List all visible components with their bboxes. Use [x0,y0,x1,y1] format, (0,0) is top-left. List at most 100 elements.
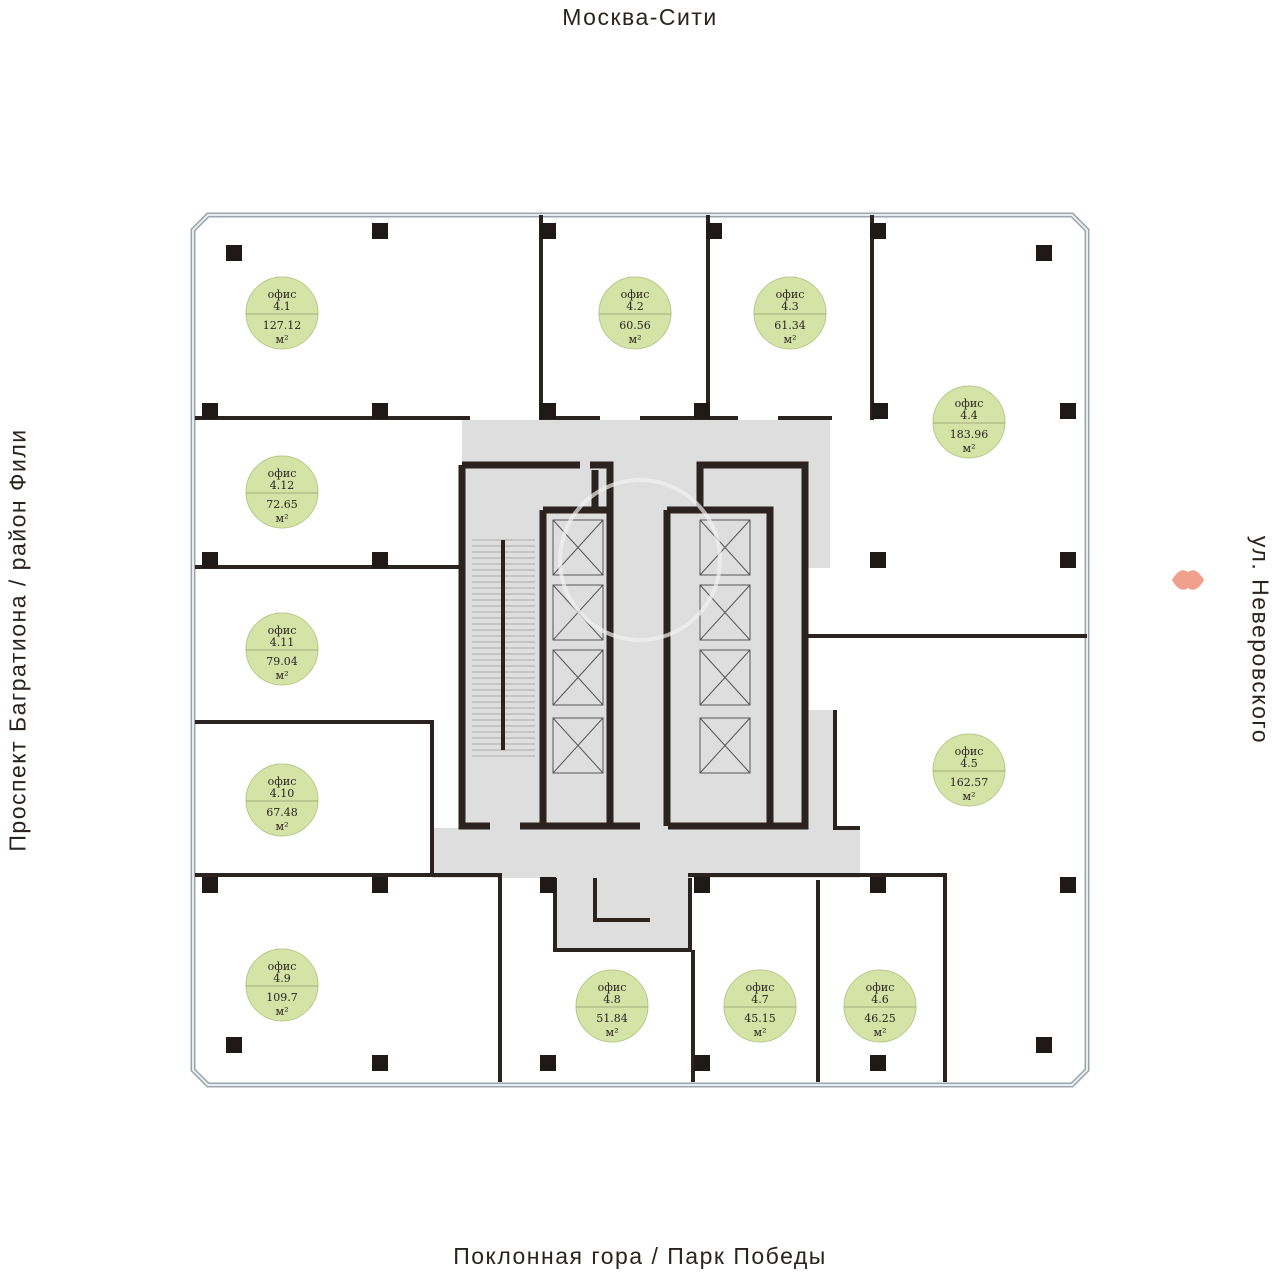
column [872,403,888,419]
office-label: офис [776,288,805,301]
office-badge-circle [598,276,672,350]
column [870,1055,886,1071]
column [540,1055,556,1071]
office-number: 4.12 [270,479,295,492]
column [372,877,388,893]
column [1060,552,1076,568]
office-badge-circle [932,733,1006,807]
office-number: 4.9 [273,972,291,985]
office-number: 4.7 [751,993,769,1006]
office-number: 4.11 [270,636,295,649]
elevator-icon [552,717,604,774]
column [694,877,710,893]
column [202,877,218,893]
area-unit: м² [276,820,289,833]
elevator-icon [699,519,751,576]
office-number: 4.6 [871,993,889,1006]
office-label: офис [268,467,297,480]
column [540,223,556,239]
column [1060,877,1076,893]
office-label: офис [598,981,627,994]
area-unit: м² [963,790,976,803]
area-unit: м² [606,1026,619,1039]
office-area: 183.96 [950,428,989,441]
column [372,223,388,239]
office-badge-circle [245,763,319,837]
column [540,877,556,893]
direction-label-south: Поклонная гора / Парк Победы [453,1243,827,1269]
column [870,552,886,568]
core-area [432,420,860,950]
office-badge-circle [245,455,319,529]
area-unit: м² [629,333,642,346]
column [1036,1037,1052,1053]
office-number: 4.5 [960,757,978,770]
office-area: 60.56 [619,319,651,332]
walls [195,215,1087,1082]
office-badge-circle [932,385,1006,459]
column [372,403,388,419]
column [1060,403,1076,419]
elevator-icon [699,649,751,706]
office-label: офис [268,775,297,788]
office-label: офис [866,981,895,994]
office-label: офис [268,624,297,637]
office-label: офис [746,981,775,994]
office-badge-circle [575,969,649,1043]
column [706,223,722,239]
elevator-icon [699,717,751,774]
office-area: 162.57 [950,776,989,789]
column [226,245,242,261]
area-unit: м² [754,1026,767,1039]
area-unit: м² [276,333,289,346]
office-area: 61.34 [774,319,806,332]
office-area: 109.7 [266,991,298,1004]
office-area: 127.12 [263,319,302,332]
office-badge-circle [245,612,319,686]
area-unit: м² [963,442,976,455]
office-number: 4.10 [270,787,295,800]
column [202,552,218,568]
office-badge-circle [245,948,319,1022]
column [694,403,710,419]
office-label: офис [955,397,984,410]
column [540,403,556,419]
compass-marker-icon [1172,570,1204,590]
elevator-shafts [552,519,751,774]
office-label: офис [268,288,297,301]
column [372,1055,388,1071]
office-area: 51.84 [596,1012,628,1025]
office-area: 45.15 [744,1012,776,1025]
area-unit: м² [276,512,289,525]
office-badges: офис4.1127.12м²офис4.260.56м²офис4.361.3… [245,276,1006,1043]
column [202,403,218,419]
area-unit: м² [276,669,289,682]
watermark [558,478,722,642]
office-badge-circle [245,276,319,350]
column [1036,245,1052,261]
area-unit: м² [784,333,797,346]
area-unit: м² [276,1005,289,1018]
columns [202,223,1076,1071]
column [372,552,388,568]
office-area: 67.48 [266,806,298,819]
office-badge-circle [723,969,797,1043]
office-label: офис [621,288,650,301]
direction-label-north: Москва-Сити [562,4,718,30]
office-number: 4.8 [603,993,621,1006]
office-number: 4.2 [626,300,644,313]
office-number: 4.1 [273,300,291,313]
office-label: офис [955,745,984,758]
